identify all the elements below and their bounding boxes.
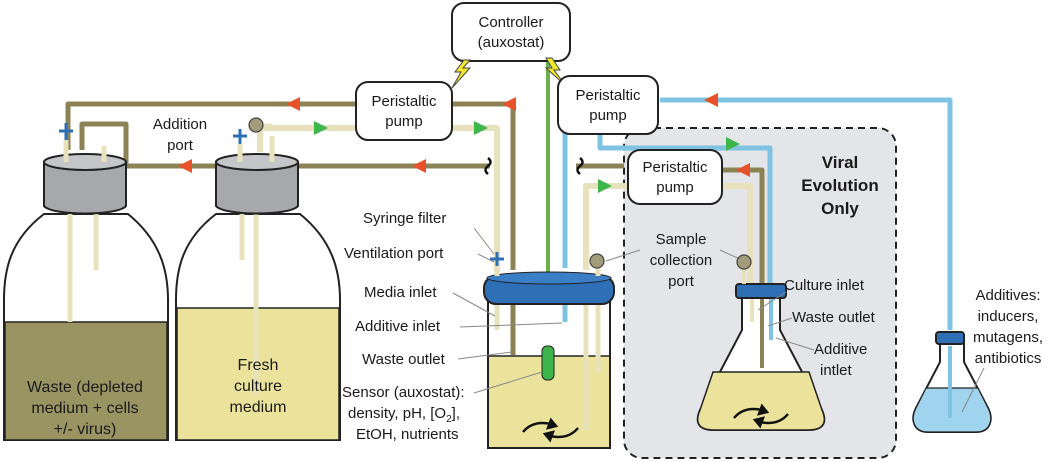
flask-medium [696,371,826,431]
additives-label-1: Additives: [975,287,1040,304]
pump-left-label-1: Peristaltic [371,93,437,110]
viral-title-3: Only [821,199,859,218]
pump-right [557,75,659,135]
sensor-label-2a: density, pH, [O [348,405,446,422]
stir-icon [522,417,579,443]
fresh-label-1: Fresh [238,357,279,374]
sensor-label-3: EtOH, nutrients [356,426,459,443]
pump-left-label-2: pump [385,113,423,130]
controller-label-1: Controller [478,14,543,31]
fresh-label-2: culture [234,378,282,395]
arrow-red-6 [736,163,750,177]
syringe-filter-icon [490,252,504,266]
sensor-label-2b: ], [452,405,460,422]
arrow-red-2 [502,97,516,111]
waste-bottle [3,123,169,441]
media-tube-viral [583,183,630,270]
filter-icon-fresh [233,129,247,144]
arrow-green-4 [598,179,612,193]
flask-additive-label-1: Additive [814,341,867,358]
culture-inlet-label: Culture inlet [784,277,865,294]
pump-viral-label-1: Peristaltic [642,159,708,176]
ventilation-port-label: Ventilation port [344,245,444,262]
waste-label-1: Waste (depleted [27,379,143,396]
fresh-label-3: medium [230,399,287,416]
waste-label-2: medium + cells [31,400,138,417]
flask-additive-label-2: intlet [820,362,853,379]
arrow-red-1 [286,97,300,111]
addition-port-label-2: port [167,137,194,154]
viral-flask [696,254,826,431]
sample-port-label-3: port [668,273,695,290]
sensor-label-sub: 2 [446,414,452,425]
additive-tube-main [660,97,953,330]
sample-port-icon [589,253,605,269]
flask-stir-icon [733,403,789,429]
flask-sample-icon [736,254,752,270]
viral-title-2: Evolution [801,176,878,195]
sensor-label-2: density, pH, [O2], [348,405,460,425]
addition-port-label-1: Addition [153,116,207,133]
waste-outlet-label: Waste outlet [362,351,446,368]
lightning-icon-left [451,59,472,89]
sensor-probe [541,345,555,381]
arrow-green-3 [726,137,740,151]
additives-label-4: antibiotics [975,350,1042,367]
waste-tube-top [65,101,360,150]
sample-port-label-1: Sample [656,231,707,248]
flow-arrows [178,93,750,193]
pump-right-label-1: Peristaltic [575,87,641,104]
additive-tube-flask [597,132,773,290]
additives-flask-cap [935,331,965,345]
waste-tube-flask [720,167,765,290]
controller-label-2: (auxostat) [478,34,545,51]
break-mark-left [484,157,492,175]
break-mark-right [576,157,584,175]
arrow-green-2 [474,121,488,135]
pump-viral-label-2: pump [656,179,694,196]
lightning-icon-right [544,57,567,87]
media-inlet-label: Media inlet [364,284,437,301]
media-tube-top [257,125,360,152]
pump-right-label-2: pump [589,107,627,124]
waste-label-3: +/- virus) [54,421,117,438]
pump-left [355,81,453,141]
fresh-bottle-cap [215,161,299,215]
arrow-green-1 [314,121,328,135]
syringe-filter-label: Syringe filter [363,210,446,227]
additives-label-3: mutagens, [973,329,1043,346]
flask-waste-outlet-label: Waste outlet [792,309,876,326]
filter-icon-waste [59,123,73,140]
additives-flask [912,331,992,433]
controller-box [451,2,571,62]
viral-title-1: Viral [822,153,859,172]
media-tube-right [452,125,500,272]
media-tube-flask [720,183,753,290]
addition-port-icon [248,117,264,133]
additives-label-2: inducers, [978,308,1039,325]
pump-viral [627,149,723,205]
culture-vessel [483,271,615,449]
sensor-label-1: Sensor (auxostat): [342,384,465,401]
arrow-red-4 [412,159,426,173]
fresh-bottle [175,117,341,441]
sample-port-label-2: collection [650,252,713,269]
arrow-red-3 [178,159,192,173]
waste-medium [4,321,168,441]
arrow-red-5 [704,93,718,107]
additive-inlet-label: Additive inlet [355,318,441,335]
waste-bottle-cap [43,161,127,215]
flask-cap [735,283,787,299]
